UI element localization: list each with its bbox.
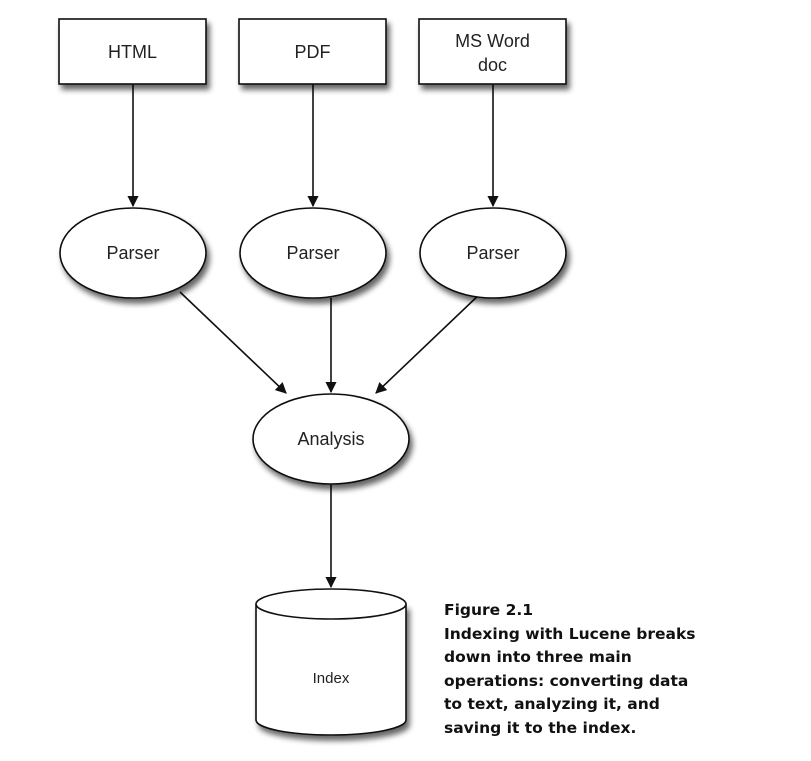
caption-line: to text, analyzing it, and — [444, 695, 660, 713]
edge-parser-html-to-analysis — [179, 291, 287, 394]
parser-msword-node: Parser — [419, 207, 567, 299]
caption-line: down into three main — [444, 648, 632, 666]
figure-caption: Figure 2.1 Indexing with Lucene breaks d… — [444, 599, 744, 740]
source-msword-label-line2: doc — [478, 55, 507, 75]
edge-parser-msword-to-analysis — [375, 291, 483, 394]
parser-pdf-label: Parser — [286, 243, 339, 263]
edges — [127, 84, 499, 589]
caption-title: Figure 2.1 — [444, 601, 534, 619]
parser-html-label: Parser — [106, 243, 159, 263]
index-node: Index — [255, 588, 407, 736]
source-msword-label-line1: MS Word — [455, 31, 530, 51]
source-html-node: HTML — [58, 18, 207, 85]
analysis-node: Analysis — [252, 393, 410, 485]
analysis-label: Analysis — [297, 429, 364, 449]
caption-line: Indexing with Lucene breaks — [444, 624, 696, 643]
source-html-label: HTML — [108, 42, 157, 62]
source-pdf-label: PDF — [295, 42, 331, 62]
source-msword-node: MS Word doc — [418, 18, 567, 85]
source-pdf-node: PDF — [238, 18, 387, 85]
parser-html-node: Parser — [59, 207, 207, 299]
parser-msword-label: Parser — [466, 243, 519, 263]
index-label: Index — [313, 670, 350, 687]
caption-line: saving it to the index. — [444, 718, 637, 737]
parser-pdf-node: Parser — [239, 207, 387, 299]
caption-line: operations: converting data — [444, 671, 689, 690]
